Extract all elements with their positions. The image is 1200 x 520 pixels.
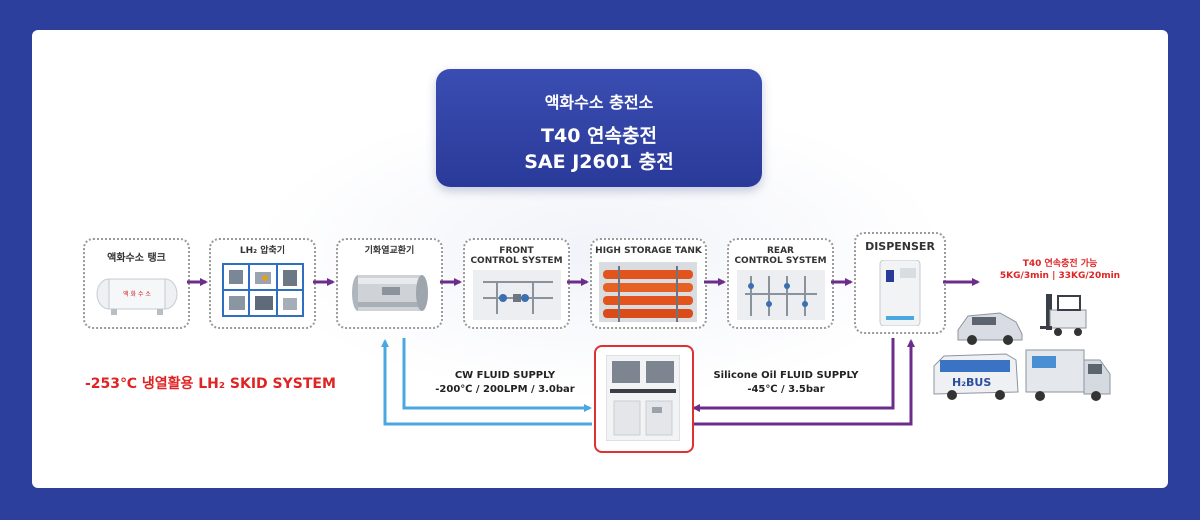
cw-supply-spec: -200℃ / 200LPM / 3.0bar: [435, 384, 575, 395]
suv-icon: [957, 312, 1023, 345]
chiller-illustration: [606, 355, 680, 441]
oil-supply-spec: -45℃ / 3.5bar: [747, 384, 825, 395]
step-lh2-compressor: LH₂ 압축기: [209, 238, 316, 329]
title-line-3: SAE J2601 충전: [524, 151, 674, 173]
storage-tank-illustration: [599, 262, 697, 322]
tank-marking: 액 화 수 소: [123, 291, 151, 298]
step-label: REAR CONTROL SYSTEM: [734, 246, 827, 266]
step-front-control: FRONT CONTROL SYSTEM: [463, 238, 570, 329]
step-label: LH₂ 압축기: [239, 246, 286, 256]
step-rear-control: REAR CONTROL SYSTEM: [727, 238, 834, 329]
step-label: 기화열교환기: [364, 246, 415, 256]
step-dispenser: DISPENSER: [854, 232, 946, 334]
t40-capacity-note: T40 연속충전 가능 5KG/3min | 33KG/20min: [980, 258, 1140, 282]
bus-label: H₂BUS: [952, 376, 991, 389]
cw-supply-label: CW FLUID SUPPLY -200℃ / 200LPM / 3.0bar: [430, 369, 580, 397]
oil-return-line: [692, 339, 915, 426]
step-label: 액화수소 탱크: [107, 253, 166, 264]
cw-supply-title: CW FLUID SUPPLY: [454, 370, 556, 381]
oil-supply-line: [692, 338, 895, 412]
dispenser-illustration: [879, 260, 921, 326]
vaporizer-illustration: [352, 275, 428, 311]
forklift-icon: [1040, 294, 1087, 336]
step-high-storage-tank: HIGH STORAGE TANK: [590, 238, 707, 329]
step-label: FRONT CONTROL SYSTEM: [470, 246, 563, 266]
step-label: HIGH STORAGE TANK: [595, 246, 702, 256]
step-label: DISPENSER: [865, 240, 935, 253]
oil-supply-label: Silicone Oil FLUID SUPPLY -45℃ / 3.5bar: [706, 369, 866, 397]
rear-control-illustration: [737, 270, 825, 320]
tank-illustration: 액 화 수 소: [96, 278, 178, 315]
title-line-2: T40 연속충전: [541, 125, 657, 147]
cw-supply-line: [402, 338, 592, 412]
front-control-illustration: [473, 270, 561, 320]
cw-return-line: [381, 339, 592, 426]
compressor-illustration: [222, 263, 304, 317]
t40-note-line-1: T40 연속충전 가능: [1022, 259, 1098, 269]
truck-icon: [1025, 349, 1111, 401]
oil-supply-title: Silicone Oil FLUID SUPPLY: [713, 370, 859, 381]
title-box: 액화수소 충전소 T40 연속충전 SAE J2601 충전: [436, 69, 762, 187]
chiller-unit: [594, 345, 694, 453]
t40-note-line-2: 5KG/3min | 33KG/20min: [999, 271, 1121, 281]
bus-icon: H₂BUS: [933, 353, 1019, 400]
skid-system-note: -253℃ 냉열활용 LH₂ SKID SYSTEM: [85, 376, 336, 392]
step-vaporizer: 기화열교환기: [336, 238, 443, 329]
title-line-1: 액화수소 충전소: [544, 93, 654, 112]
